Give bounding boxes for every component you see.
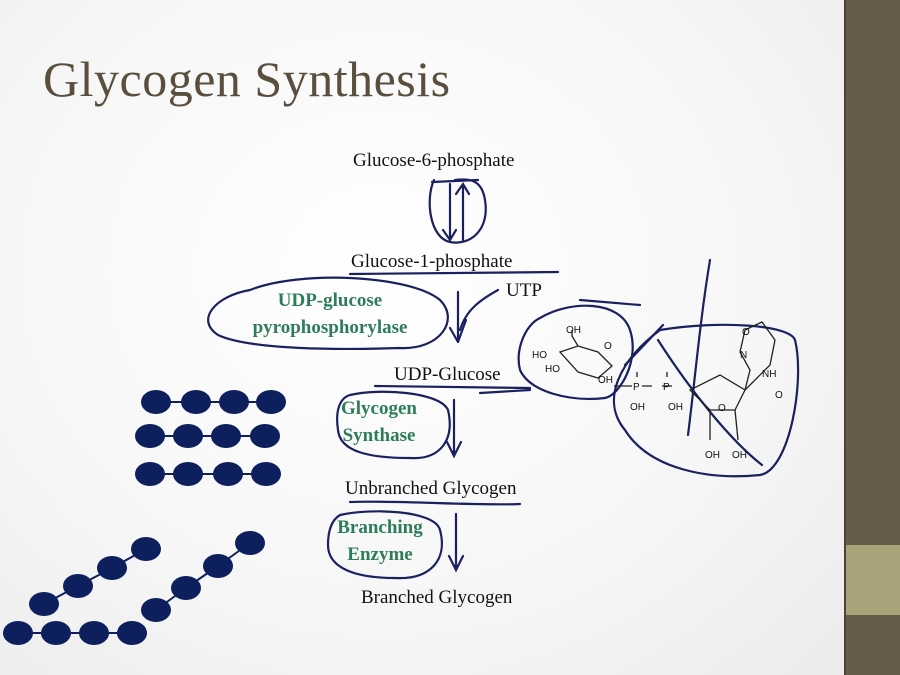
handdrawn-underline bbox=[430, 178, 480, 184]
enzyme-label: Glycogen bbox=[341, 398, 417, 419]
enzyme-label: Enzyme bbox=[347, 544, 413, 565]
glucose-bead bbox=[203, 554, 233, 578]
glucose-bead bbox=[141, 598, 171, 622]
chem-label: OH bbox=[598, 375, 613, 386]
glucose-bead bbox=[41, 621, 71, 645]
glucose-bead bbox=[256, 390, 286, 414]
enzyme-udp-glucose-pyrophosphorylase: UDP-glucose pyrophosphorylase bbox=[230, 287, 430, 341]
enzyme-branching-enzyme: Branching Enzyme bbox=[334, 514, 426, 568]
handdrawn-circle bbox=[612, 323, 800, 478]
handdrawn-underline bbox=[373, 384, 532, 390]
handdrawn-circle bbox=[207, 276, 449, 351]
glucose-bead bbox=[219, 390, 249, 414]
chem-label: OH bbox=[566, 325, 581, 336]
step-unbranched-glycogen: Unbranched Glycogen bbox=[345, 478, 517, 499]
arrow-down-icon bbox=[448, 290, 468, 344]
glucose-bead bbox=[3, 621, 33, 645]
glucose-bead bbox=[131, 537, 161, 561]
glycogen-chains bbox=[3, 390, 286, 645]
glucose-bead bbox=[97, 556, 127, 580]
chem-label: OH bbox=[732, 450, 747, 461]
arrow-down-icon bbox=[445, 398, 463, 459]
glucose-bead bbox=[213, 462, 243, 486]
udp-glucose-structure bbox=[558, 321, 776, 441]
glucose-bead bbox=[171, 576, 201, 600]
handdrawn-underline bbox=[348, 500, 522, 506]
enzyme-label: UDP-glucose bbox=[277, 290, 383, 311]
glucose-bead bbox=[173, 424, 203, 448]
enzyme-glycogen-synthase: Glycogen Synthase bbox=[340, 395, 418, 449]
glucose-bead bbox=[141, 390, 171, 414]
cofactor-utp: UTP bbox=[506, 280, 542, 301]
glucose-bead bbox=[235, 531, 265, 555]
glucose-bead bbox=[29, 592, 59, 616]
chem-label: OH bbox=[705, 450, 720, 461]
chem-label: N bbox=[740, 350, 747, 361]
glucose-bead bbox=[211, 424, 241, 448]
handdrawn-line bbox=[578, 298, 642, 307]
arrow-down-icon bbox=[447, 512, 465, 573]
slide bbox=[0, 0, 844, 675]
enzyme-label: Branching bbox=[337, 517, 423, 538]
glucose-bead bbox=[79, 621, 109, 645]
handdrawn-line bbox=[686, 258, 712, 437]
glucose-bead bbox=[250, 424, 280, 448]
chem-label: O bbox=[604, 341, 612, 352]
glucose-bead bbox=[117, 621, 147, 645]
glucose-bead bbox=[173, 462, 203, 486]
chem-label: NH bbox=[762, 369, 776, 380]
chem-label: P bbox=[663, 382, 670, 393]
handdrawn-underline bbox=[478, 388, 532, 395]
chem-label: OH bbox=[630, 402, 645, 413]
glucose-bead bbox=[63, 574, 93, 598]
handdrawn-circle bbox=[336, 390, 451, 460]
glucose-bead bbox=[135, 462, 165, 486]
chem-label: O bbox=[718, 403, 726, 414]
handdrawn-circle bbox=[517, 304, 634, 400]
chem-label: OH bbox=[668, 402, 683, 413]
handdrawn-circle bbox=[326, 510, 443, 580]
slide-title: Glycogen Synthesis bbox=[43, 51, 451, 107]
sidebar-accent bbox=[846, 545, 900, 615]
chem-label: HO bbox=[545, 364, 560, 375]
chem-label: O bbox=[775, 390, 783, 401]
chem-label: O bbox=[742, 327, 750, 338]
enzyme-label: Synthase bbox=[342, 425, 416, 446]
glucose-bead bbox=[135, 424, 165, 448]
handdrawn-line bbox=[623, 323, 665, 367]
arrow-up-icon bbox=[454, 181, 471, 242]
step-glucose-6-phosphate: Glucose-6-phosphate bbox=[353, 150, 515, 171]
glucose-bead bbox=[181, 390, 211, 414]
utp-arrow bbox=[458, 288, 500, 332]
arrow-down-icon bbox=[441, 182, 458, 243]
chem-label: P bbox=[633, 382, 640, 393]
enzyme-label: pyrophosphorylase bbox=[252, 317, 408, 338]
step-glucose-1-phosphate: Glucose-1-phosphate bbox=[351, 251, 513, 272]
handdrawn-underline bbox=[348, 270, 560, 276]
glucose-bead bbox=[251, 462, 281, 486]
chem-label: HO bbox=[532, 350, 547, 361]
handdrawn-circle bbox=[428, 178, 487, 244]
step-branched-glycogen: Branched Glycogen bbox=[361, 587, 513, 608]
step-udp-glucose: UDP-Glucose bbox=[394, 364, 501, 385]
